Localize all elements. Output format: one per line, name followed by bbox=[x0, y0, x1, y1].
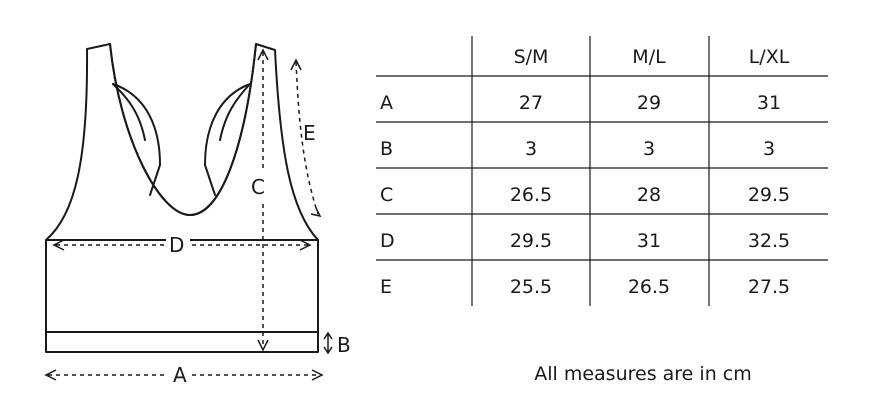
left-armhole-edge bbox=[112, 83, 146, 141]
header-size-lxl: L/XL bbox=[749, 46, 790, 68]
table-row-e: E 25.5 26.5 27.5 bbox=[380, 276, 790, 298]
table-cell: 32.5 bbox=[748, 230, 790, 252]
table-cell: 25.5 bbox=[510, 276, 552, 298]
measurement-a: A bbox=[44, 363, 324, 387]
table-cell: 29.5 bbox=[510, 230, 552, 252]
row-label: B bbox=[380, 138, 393, 160]
row-label: A bbox=[380, 92, 393, 114]
table-grid bbox=[376, 36, 828, 306]
right-strap-inner bbox=[204, 83, 251, 196]
label-e: E bbox=[303, 121, 316, 145]
sports-bra-illustration bbox=[45, 43, 319, 353]
left-strap-inner bbox=[112, 83, 161, 196]
measurement-c: C bbox=[248, 48, 272, 352]
table-cell: 3 bbox=[525, 138, 537, 160]
neckline-curve bbox=[109, 43, 257, 216]
table-row-c: C 26.5 28 29.5 bbox=[380, 184, 790, 206]
label-a: A bbox=[173, 363, 187, 387]
table-cell: 28 bbox=[637, 184, 661, 206]
table-cell: 3 bbox=[763, 138, 775, 160]
table-cell: 27 bbox=[519, 92, 543, 114]
label-d: D bbox=[169, 233, 184, 257]
row-label: E bbox=[380, 276, 392, 298]
table-cell: 29 bbox=[637, 92, 661, 114]
header-size-sm: S/M bbox=[514, 46, 549, 68]
table-row-d: D 29.5 31 32.5 bbox=[380, 230, 790, 252]
label-b: B bbox=[337, 333, 351, 357]
table-cell: 3 bbox=[643, 138, 655, 160]
table-cell: 27.5 bbox=[748, 276, 790, 298]
measurement-b: B bbox=[323, 331, 351, 357]
label-c: C bbox=[251, 175, 265, 199]
size-table: S/M M/L L/XL A 27 29 31 B 3 3 3 C 26.5 2… bbox=[376, 36, 828, 306]
table-cell: 29.5 bbox=[748, 184, 790, 206]
measurement-d: D bbox=[52, 232, 312, 258]
table-cell: 31 bbox=[637, 230, 661, 252]
table-cell: 26.5 bbox=[510, 184, 552, 206]
table-cell: 31 bbox=[757, 92, 781, 114]
table-cell: 26.5 bbox=[628, 276, 670, 298]
header-size-ml: M/L bbox=[632, 46, 666, 68]
units-note: All measures are in cm bbox=[534, 363, 751, 385]
table-header: S/M M/L L/XL bbox=[514, 46, 790, 68]
table-row-b: B 3 3 3 bbox=[380, 138, 775, 160]
row-label: D bbox=[380, 230, 395, 252]
garment-outline bbox=[45, 43, 319, 353]
measurement-e: E bbox=[290, 58, 322, 218]
table-row-a: A 27 29 31 bbox=[380, 92, 781, 114]
row-label: C bbox=[380, 184, 393, 206]
right-armhole-edge bbox=[219, 83, 251, 141]
